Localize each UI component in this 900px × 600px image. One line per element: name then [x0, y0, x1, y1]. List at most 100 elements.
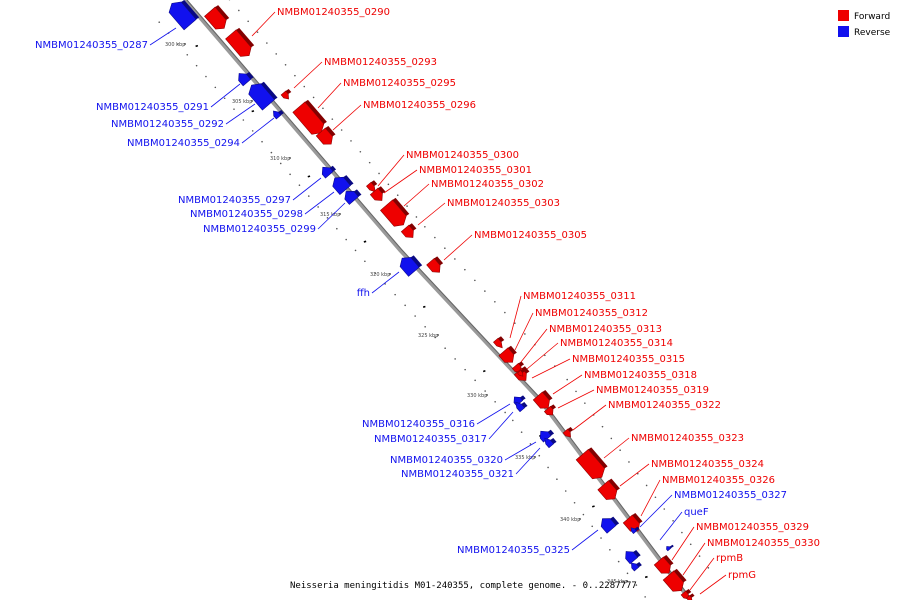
guide-dot — [698, 555, 701, 557]
guide-dot — [524, 333, 526, 335]
gene-arrow-queF[interactable] — [631, 562, 642, 572]
guide-dot — [247, 20, 249, 23]
gene-arrow-0293[interactable] — [280, 89, 292, 100]
gene-label-0300[interactable]: NMBM01240355_0300 — [406, 150, 519, 161]
gene-arrow-0294[interactable] — [273, 110, 284, 120]
gene-label-0296[interactable]: NMBM01240355_0296 — [363, 100, 476, 111]
gene-label-0291[interactable]: NMBM01240355_0291 — [96, 102, 209, 113]
tick-mark — [389, 273, 391, 275]
gene-label-0327[interactable]: NMBM01240355_0327 — [674, 490, 787, 501]
gene-label-0293[interactable]: NMBM01240355_0293 — [324, 57, 437, 68]
tick-mark — [626, 580, 628, 582]
gene-label-0303[interactable]: NMBM01240355_0303 — [447, 198, 560, 209]
gene-arrow-0319[interactable] — [543, 404, 557, 416]
gene-arrow-0290[interactable] — [225, 27, 255, 57]
guide-dot — [617, 560, 620, 563]
gene-label-0321[interactable]: NMBM01240355_0321 — [401, 469, 514, 480]
gene-arrow-0325[interactable] — [600, 516, 620, 534]
gene-label-ffh[interactable]: ffh — [357, 288, 370, 299]
gene-label-0314[interactable]: NMBM01240355_0314 — [560, 338, 673, 349]
label-leader-line — [241, 117, 275, 144]
gene-label-0318[interactable]: NMBM01240355_0318 — [584, 370, 697, 381]
gene-arrow-0291[interactable] — [238, 71, 254, 87]
gene-arrow-0322[interactable] — [562, 427, 574, 438]
gene-arrow-0300[interactable] — [366, 180, 378, 193]
label-leader-line — [383, 169, 418, 194]
gene-label-0292[interactable]: NMBM01240355_0292 — [111, 119, 224, 130]
gene-arrow-0327[interactable] — [666, 544, 674, 552]
gene-label-0317[interactable]: NMBM01240355_0317 — [374, 434, 487, 445]
label-leader-line — [639, 494, 673, 528]
gene-arrow-0311[interactable] — [493, 336, 505, 349]
gene-arrow-0298[interactable] — [332, 175, 354, 196]
gene-arrow-0324[interactable] — [597, 478, 620, 500]
guide-dot — [494, 400, 496, 403]
gene-label-0324[interactable]: NMBM01240355_0324 — [651, 459, 764, 470]
gene-label-0290[interactable]: NMBM01240355_0290 — [277, 7, 390, 18]
gene-label-0301[interactable]: NMBM01240355_0301 — [419, 165, 532, 176]
gene-arrow-0312[interactable] — [498, 345, 517, 363]
gene-label-0311[interactable]: NMBM01240355_0311 — [523, 291, 636, 302]
tick-label: 305 kbp — [232, 99, 252, 105]
gene-arrow-ffh[interactable] — [399, 255, 423, 277]
gene-label-0322[interactable]: NMBM01240355_0322 — [608, 400, 721, 411]
gene-label-rpmG[interactable]: rpmG — [728, 570, 756, 581]
gene-label-0287[interactable]: NMBM01240355_0287 — [35, 40, 148, 51]
gene-arrow-0323[interactable] — [575, 447, 608, 480]
gene-arrow-0287[interactable] — [168, 0, 200, 31]
gene-arrow-0290[interactable] — [204, 5, 230, 30]
gene-arrow-0301[interactable] — [369, 186, 386, 201]
gene-arrow-0317[interactable] — [515, 401, 528, 413]
gene-label-queF[interactable]: queF — [684, 507, 709, 518]
gene-label-0302[interactable]: NMBM01240355_0302 — [431, 179, 544, 190]
gene-arrow-0315[interactable] — [517, 368, 526, 377]
gene-arrow-0329[interactable] — [653, 555, 674, 574]
label-leader-line — [210, 83, 241, 108]
gene-label-0313[interactable]: NMBM01240355_0313 — [549, 324, 662, 335]
guide-dot — [396, 194, 399, 197]
gene-label-0329[interactable]: NMBM01240355_0329 — [696, 522, 809, 533]
gene-label-0315[interactable]: NMBM01240355_0315 — [572, 354, 685, 365]
guide-dot — [424, 226, 426, 228]
gene-arrow-0330[interactable] — [662, 568, 687, 592]
gene-label-0320[interactable]: NMBM01240355_0320 — [390, 455, 503, 466]
gene-arrow-rpmB[interactable] — [680, 589, 692, 600]
tick-mark — [486, 394, 488, 396]
gene-label-0323[interactable]: NMBM01240355_0323 — [631, 433, 744, 444]
gene-arrow-0299[interactable] — [344, 189, 362, 205]
gene-label-0298[interactable]: NMBM01240355_0298 — [190, 209, 303, 220]
tick-mark — [437, 334, 439, 336]
gene-arrow-queF[interactable] — [625, 549, 641, 565]
gene-label-0330[interactable]: NMBM01240355_0330 — [707, 538, 820, 549]
gene-label-0295[interactable]: NMBM01240355_0295 — [343, 78, 456, 89]
label-leader-line — [225, 103, 256, 125]
gene-label-0294[interactable]: NMBM01240355_0294 — [127, 138, 240, 149]
gene-label-rpmB[interactable]: rpmB — [716, 553, 743, 564]
gene-arrow-0303[interactable] — [400, 223, 417, 238]
gene-label-0325[interactable]: NMBM01240355_0325 — [457, 545, 570, 556]
gene-arrow-0321[interactable] — [544, 437, 557, 449]
label-leader-line — [699, 574, 727, 595]
gene-arrow-0297[interactable] — [321, 165, 337, 179]
gene-label-0316[interactable]: NMBM01240355_0316 — [362, 419, 475, 430]
gene-label-0305[interactable]: NMBM01240355_0305 — [474, 230, 587, 241]
gene-arrow-0296[interactable] — [315, 126, 336, 145]
gene-label-0326[interactable]: NMBM01240355_0326 — [662, 475, 775, 486]
guide-dot — [359, 150, 362, 153]
label-leader-line — [317, 82, 342, 109]
gene-arrow-rpmG[interactable] — [686, 593, 695, 600]
gene-arrow-0327[interactable] — [630, 526, 640, 535]
gene-label-0312[interactable]: NMBM01240355_0312 — [535, 308, 648, 319]
gene-arrow-0292[interactable] — [248, 81, 278, 111]
gene-arrow-0320[interactable] — [539, 429, 555, 443]
gene-arrow-0295[interactable] — [292, 99, 327, 135]
guide-dot — [600, 537, 602, 539]
guide-dot — [261, 140, 263, 143]
gene-label-0319[interactable]: NMBM01240355_0319 — [596, 385, 709, 396]
gene-arrow-0302[interactable] — [380, 197, 410, 227]
gene-arrow-0318[interactable] — [532, 390, 553, 409]
gene-label-0297[interactable]: NMBM01240355_0297 — [178, 195, 291, 206]
gene-arrow-0305[interactable] — [426, 256, 444, 273]
gene-label-0299[interactable]: NMBM01240355_0299 — [203, 224, 316, 235]
